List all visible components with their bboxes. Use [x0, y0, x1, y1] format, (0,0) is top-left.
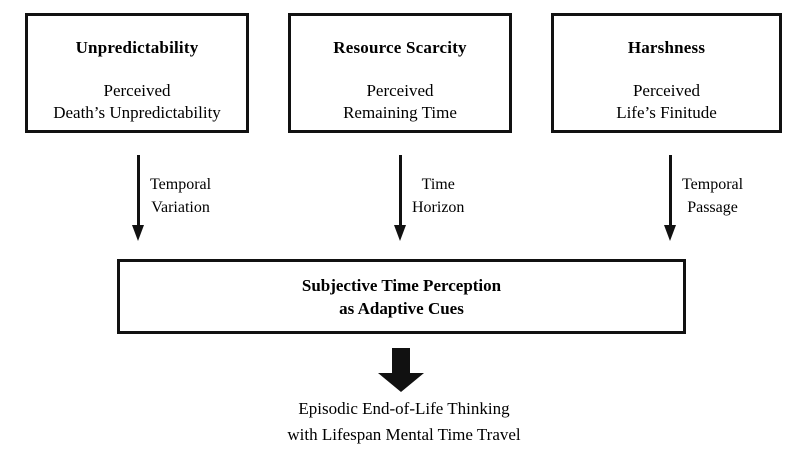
- antecedent-title: Unpredictability: [75, 38, 199, 57]
- outcome-line2: with Lifespan Mental Time Travel: [287, 425, 521, 444]
- outcome-text: Episodic End-of-Life Thinking with Lifes…: [0, 396, 808, 448]
- antecedent-body-line1: Perceived: [103, 81, 171, 100]
- central-line1: Subjective Time Perception: [301, 275, 502, 295]
- arrow-label-line1: Time: [421, 176, 455, 193]
- antecedent-body: Perceived Life’s Finitude: [616, 80, 717, 124]
- arrow-shaft: [137, 155, 140, 229]
- arrow-label-time-horizon: Time Horizon: [412, 173, 464, 219]
- arrow-label-line1: Temporal: [150, 176, 212, 193]
- antecedent-box-resource-scarcity: Resource Scarcity Perceived Remaining Ti…: [288, 13, 512, 133]
- antecedent-title: Harshness: [627, 38, 706, 57]
- block-down-arrow-icon: [378, 348, 424, 392]
- down-arrow-icon-unpredictability: [131, 155, 147, 241]
- arrow-head: [664, 225, 676, 241]
- antecedent-body: Perceived Death’s Unpredictability: [53, 80, 221, 124]
- central-line2: as Adaptive Cues: [339, 298, 464, 318]
- antecedent-body-line1: Perceived: [632, 81, 700, 100]
- antecedent-body: Perceived Remaining Time: [343, 80, 457, 124]
- down-arrow-icon-resource-scarcity: [393, 155, 409, 241]
- antecedent-box-harshness: Harshness Perceived Life’s Finitude: [551, 13, 782, 133]
- arrow-label-line1: Temporal: [682, 176, 744, 193]
- outcome-line1: Episodic End-of-Life Thinking: [298, 399, 510, 418]
- arrow-shaft: [669, 155, 672, 229]
- arrow-label-temporal-passage: Temporal Passage: [682, 173, 743, 219]
- arrow-shaft: [399, 155, 402, 229]
- central-construct-box: Subjective Time Perception as Adaptive C…: [117, 259, 686, 334]
- antecedent-body-line1: Perceived: [366, 81, 434, 100]
- arrow-label-temporal-variation: Temporal Variation: [150, 173, 211, 219]
- antecedent-body-line2: Death’s Unpredictability: [53, 103, 221, 122]
- arrow-label-line2: Variation: [151, 199, 210, 216]
- antecedent-body-line2: Life’s Finitude: [616, 103, 717, 122]
- antecedent-box-unpredictability: Unpredictability Perceived Death’s Unpre…: [25, 13, 249, 133]
- antecedent-body-line2: Remaining Time: [343, 103, 457, 122]
- arrow-label-line2: Horizon: [412, 199, 465, 216]
- down-arrow-icon-harshness: [663, 155, 679, 241]
- antecedent-title: Resource Scarcity: [333, 38, 467, 57]
- arrow-label-line2: Passage: [687, 199, 738, 216]
- arrow-head: [132, 225, 144, 241]
- arrow-head: [394, 225, 406, 241]
